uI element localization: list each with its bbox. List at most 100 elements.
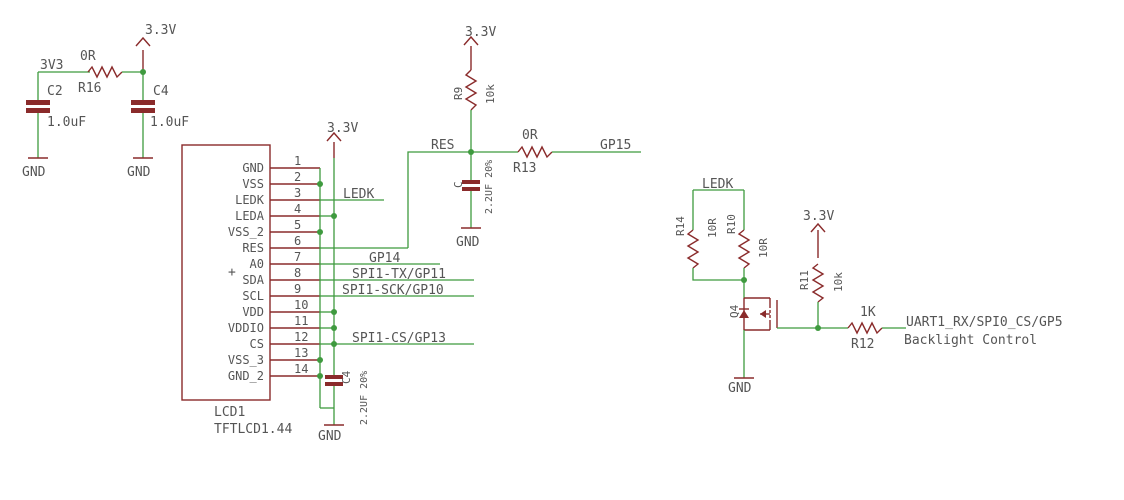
backlight-section: LEDK R14 10R R10 10R Q4 GN — [674, 177, 1063, 396]
lcd-pin-number: 2 — [294, 170, 301, 184]
capacitor-c2-plate — [26, 100, 50, 105]
lcd-pin-number: 5 — [294, 218, 301, 232]
lcd-body — [181, 144, 271, 401]
c2-value: 1.0uF — [47, 115, 86, 130]
spi-tx-net-label: SPI1-TX/GP11 — [352, 267, 446, 282]
lcd-pin-label: SCL — [242, 289, 264, 303]
gp14-net-label: GP14 — [369, 251, 400, 266]
spi-cs-net-label: SPI1-CS/GP13 — [352, 331, 446, 346]
lcd-pin-label: VDD — [242, 305, 264, 319]
lcd-pin-label: VSS — [242, 177, 264, 191]
r14-wire — [692, 268, 744, 281]
r13-value: 0R — [522, 128, 538, 143]
resistor-r12 — [847, 321, 883, 335]
vcc-arrow-icon — [810, 222, 826, 233]
backlight-note: Backlight Control — [904, 333, 1037, 348]
r16-value: 0R — [80, 49, 96, 64]
lcd-pin-number: 14 — [294, 362, 308, 376]
gnd-label: GND — [318, 429, 342, 444]
plus-marker: + — [228, 265, 236, 280]
capacitor-plate — [462, 180, 480, 184]
vcc-label: 3.3V — [327, 121, 358, 136]
lcd-pin-label: GND_2 — [228, 369, 264, 383]
ledk-net-label: LEDK — [702, 177, 733, 192]
vcc-arrow-icon — [326, 131, 342, 142]
capacitor-plate — [462, 187, 480, 191]
resistor-r13 — [517, 145, 553, 159]
vcc-label: 3.3V — [803, 209, 834, 224]
spi-sck-net-label: SPI1-SCK/GP10 — [342, 283, 444, 298]
r14-name: R14 — [674, 216, 687, 236]
c-res-value: 2.2UF 20% — [484, 160, 495, 214]
r10-value: 10R — [757, 238, 770, 258]
lcd-pin-label: GND — [242, 161, 264, 175]
lcd-pin-number: 8 — [294, 266, 301, 280]
lcd-part: TFTLCD1.44 — [214, 422, 292, 437]
net-3v3-label: 3V3 — [40, 58, 63, 73]
lcd-pin-number: 9 — [294, 282, 301, 296]
r10-name: R10 — [725, 214, 738, 234]
lcd-pin-number: 10 — [294, 298, 308, 312]
gnd-label: GND — [456, 235, 480, 250]
res-wire — [407, 151, 471, 248]
gnd-label: GND — [728, 381, 752, 396]
lcd-pin-number: 1 — [294, 154, 301, 168]
vcc-label: 3.3V — [465, 25, 496, 40]
lcd-pin-number: 7 — [294, 250, 301, 264]
capacitor-c4-plate — [131, 100, 155, 105]
body-diode-icon — [739, 310, 749, 318]
lcd-pin-number: 11 — [294, 314, 308, 328]
r12-value: 1K — [860, 305, 876, 320]
uart-net-label: UART1_RX/SPI0_CS/GP5 — [906, 315, 1063, 330]
c-res-name: C — [452, 181, 465, 188]
capacitor-plate — [325, 375, 343, 379]
lcd-signal-nets: LEDK GP14 SPI1-TX/GP11 SPI1-SCK/GP10 SPI… — [334, 151, 474, 346]
lcd-pin-label: LEDK — [235, 193, 265, 207]
lcd-pin-number: 13 — [294, 346, 308, 360]
vcc-label: 3.3V — [145, 23, 176, 38]
r11-value: 10k — [832, 272, 845, 292]
resistor-r16 — [87, 65, 123, 79]
gnd-label: GND — [22, 165, 46, 180]
gnd-label: GND — [127, 165, 151, 180]
r9-value: 10k — [484, 84, 497, 104]
vcc-arrow-icon — [135, 36, 151, 47]
r16-name: R16 — [78, 81, 101, 96]
lcd-pin-label: SDA — [242, 273, 264, 287]
c-lcd-value: 2.2UF 20% — [359, 371, 370, 425]
r11-name: R11 — [798, 270, 811, 290]
reset-network: 3.3V R9 10k RES 0R R13 GP15 C 2.2UF 20% … — [431, 25, 641, 250]
lcd-pin-number: 12 — [294, 330, 308, 344]
lcd-pin-label: VSS_2 — [228, 225, 264, 239]
resistor-r10 — [737, 229, 751, 269]
q4-name: Q4 — [728, 304, 741, 318]
resistor-r9 — [464, 69, 478, 111]
vcc-arrow-icon — [463, 35, 479, 46]
c2-name: C2 — [47, 84, 63, 99]
r9-name: R9 — [452, 87, 465, 100]
lcd-power-bus: 3.3V GND C4 2.2UF 20% — [318, 121, 370, 444]
r14-value: 10R — [706, 218, 719, 238]
lcd-pin-label: A0 — [250, 257, 264, 271]
lcd-name: LCD1 — [214, 405, 245, 420]
lcd-pin-number: 3 — [294, 186, 301, 200]
lcd-pin-number: 6 — [294, 234, 301, 248]
r13-name: R13 — [513, 161, 536, 176]
junction — [741, 277, 747, 283]
c4-name: C4 — [153, 84, 169, 99]
lcd-pin-number: 4 — [294, 202, 301, 216]
capacitor-c4-plate — [131, 108, 155, 113]
capacitor-plate — [325, 382, 343, 386]
supply-filter-section: 3.3V 3V3 0R R16 C2 1.0uF GND C4 1.0uF GN… — [22, 23, 189, 180]
lcd-pin-label: VSS_3 — [228, 353, 264, 367]
c4-value: 1.0uF — [150, 115, 189, 130]
lcd-pin-label: CS — [250, 337, 264, 351]
mosfet-arrow-icon — [760, 310, 766, 318]
c-lcd-name: C4 — [340, 370, 353, 384]
r12-name: R12 — [851, 337, 874, 352]
ledk-net-label: LEDK — [343, 187, 374, 202]
resistor-r11 — [811, 263, 825, 303]
